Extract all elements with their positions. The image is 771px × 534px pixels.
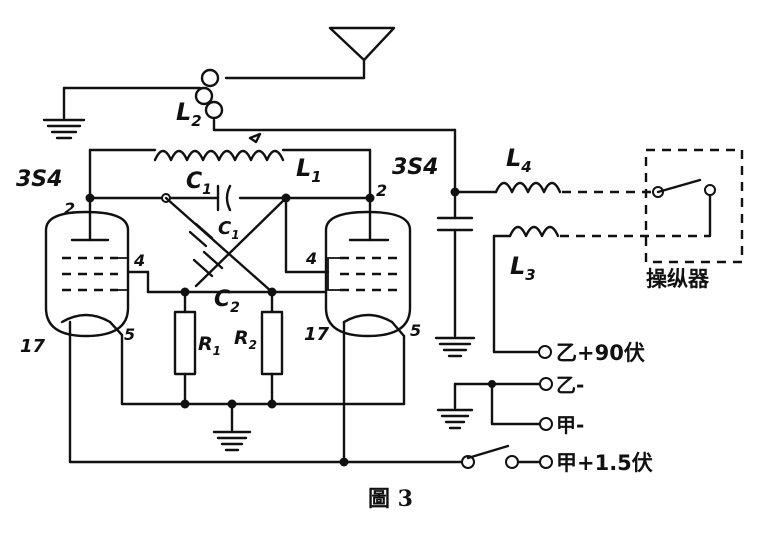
- tube-left-label: 3S4: [16, 167, 62, 192]
- battery-terminal-wiring: [436, 380, 542, 430]
- label-r1: R1: [198, 333, 221, 358]
- grid-bias-wiring: [146, 270, 328, 297]
- vacuum-tube-left: [44, 196, 150, 464]
- terminal-a-plus-label: 甲+1.5伏: [556, 451, 653, 475]
- antenna-coupling-coil: [62, 68, 224, 120]
- ground-symbol-center: [212, 402, 252, 452]
- coil-l3: [492, 194, 712, 354]
- resistor-r2: [260, 290, 284, 406]
- resistor-r1: [173, 290, 197, 406]
- capacitor-c1: [216, 184, 232, 212]
- label-c1: C1: [186, 169, 212, 198]
- terminal-b-plus: [538, 345, 552, 359]
- terminal-a-minus: [539, 417, 553, 431]
- pin2-right-label: 2: [376, 181, 387, 200]
- controller-relay-box: [644, 148, 744, 264]
- capacitor-c2: [192, 250, 224, 278]
- figure-caption: 圖 3: [368, 486, 413, 512]
- pin4-right-label: 4: [305, 249, 317, 268]
- coil-l2: [88, 148, 372, 200]
- plate-wiring: [85, 193, 375, 203]
- bypass-capacitor: [434, 187, 476, 358]
- power-switch: [461, 444, 542, 469]
- cross-coupling-lines: [164, 196, 330, 294]
- pin2-left-label: 2: [64, 199, 75, 218]
- label-r2: R2: [234, 327, 257, 352]
- terminal-b-plus-label: 乙+90伏: [556, 341, 645, 365]
- ground-symbol-top-left: [42, 86, 86, 140]
- filament-bus: [68, 457, 464, 467]
- label-c2: C2: [214, 287, 240, 316]
- terminal-a-plus: [539, 455, 553, 469]
- label-l1: L1: [296, 154, 322, 186]
- pin5-right-label: 5: [410, 321, 421, 340]
- capacitor-c1-small: [188, 222, 214, 248]
- terminal-b-minus-label: 乙-: [556, 373, 584, 397]
- coil-tap-link: [212, 118, 457, 194]
- label-l4: L4: [506, 144, 532, 176]
- label-l3: L3: [510, 252, 536, 284]
- pin17-right-label: 17: [304, 324, 330, 345]
- controller-label: 操纵器: [646, 267, 710, 291]
- terminal-a-minus-label: 甲-: [556, 413, 584, 437]
- vacuum-tube-right: [324, 196, 412, 464]
- pin4-left-label: 4: [133, 251, 145, 270]
- cathode-return-bus: [120, 399, 406, 409]
- label-l2: L2: [176, 98, 202, 130]
- terminal-b-minus: [539, 377, 553, 391]
- antenna-icon: [224, 26, 396, 80]
- pin17-left-label: 17: [20, 336, 46, 357]
- label-c1-small: C1: [218, 218, 240, 242]
- tube-right-label: 3S4: [392, 155, 438, 180]
- coil-l4: [453, 181, 652, 194]
- pin5-left-label: 5: [124, 325, 135, 344]
